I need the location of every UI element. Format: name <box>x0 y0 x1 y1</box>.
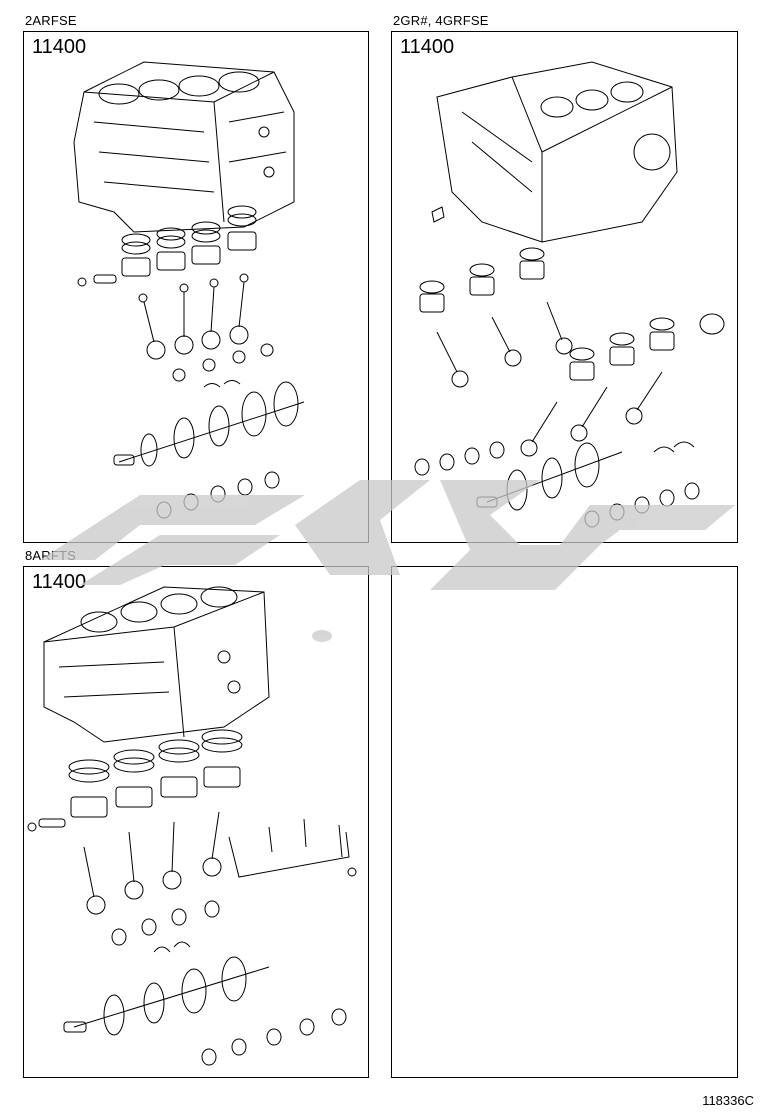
part-number-label: 11400 <box>32 571 87 593</box>
connecting-rod-set-icon <box>83 811 222 915</box>
engine-label-2gr-4grfse: 2GR#, 4GRFSE <box>393 13 489 28</box>
cylinder-block-icon <box>43 586 270 743</box>
short-block-8arfts-illustration <box>27 586 357 1066</box>
oil-jet-set-icon <box>228 818 357 878</box>
main-bearing-set-icon <box>156 471 280 519</box>
cylinder-block-icon <box>431 61 678 243</box>
bearing-set-icon <box>111 900 220 953</box>
bearing-set-icon <box>172 343 274 388</box>
crankshaft-icon <box>476 442 623 511</box>
panel-2gr-4grfse: 11400 <box>391 31 738 543</box>
part-number-label: 11400 <box>32 36 87 58</box>
bearing-set-icon <box>414 441 695 476</box>
piston-set-icon <box>77 205 257 287</box>
connecting-rod-set-icon <box>436 301 663 457</box>
panel-empty <box>391 566 738 1078</box>
engine-label-8arfts: 8ARFTS <box>25 548 77 563</box>
part-number-label: 11400 <box>400 36 455 58</box>
main-bearing-set-icon <box>584 482 700 528</box>
crankshaft-icon <box>63 956 270 1036</box>
connecting-rod-set-icon <box>138 273 249 360</box>
cylinder-block-icon <box>73 61 295 233</box>
piston-set-icon <box>419 247 725 381</box>
main-bearing-set-icon <box>201 1008 347 1066</box>
short-block-2gr-4grfse-illustration <box>414 61 725 528</box>
panel-8arfts: 11400 <box>23 566 369 1078</box>
piston-set-icon <box>27 729 243 832</box>
crankshaft-icon <box>113 381 305 467</box>
drawing-id: 118336C <box>702 1093 754 1108</box>
panel-2arfse: 11400 <box>23 31 369 543</box>
short-block-2arfse-illustration <box>73 61 305 519</box>
engine-label-2arfse: 2ARFSE <box>25 13 77 28</box>
